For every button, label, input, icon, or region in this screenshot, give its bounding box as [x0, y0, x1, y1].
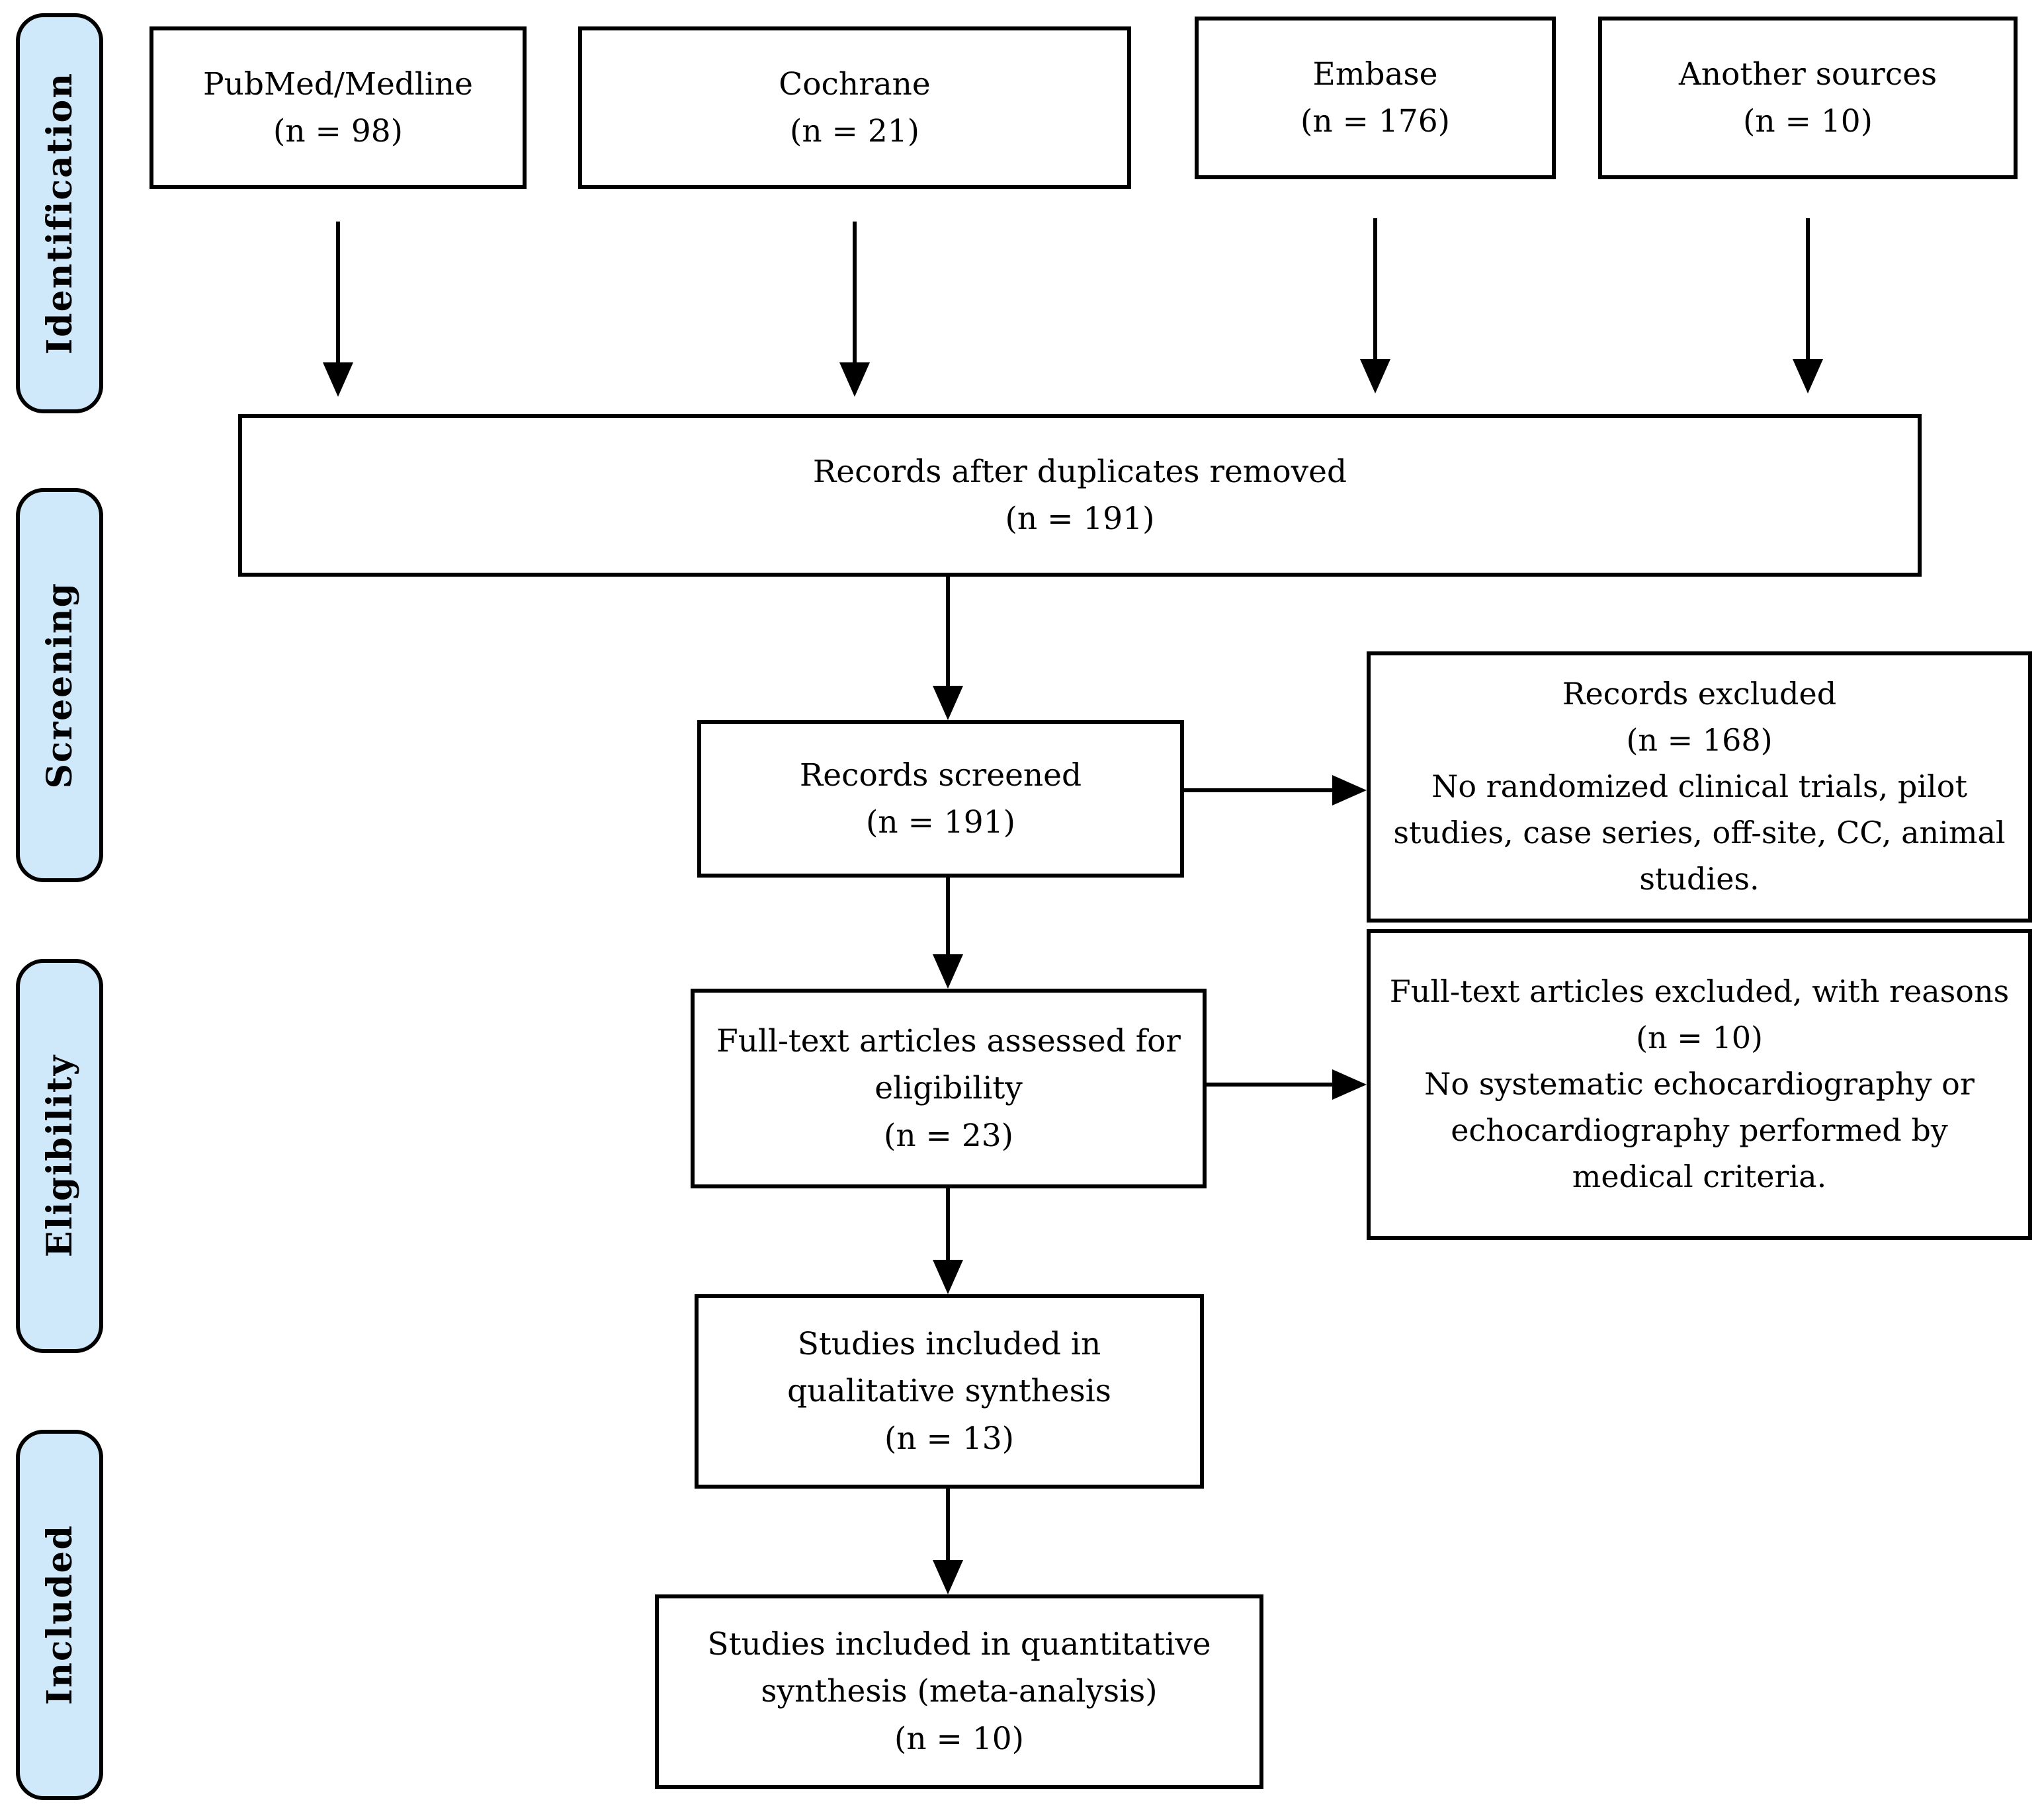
- stage-label-eligibility: Eligibility: [39, 1054, 80, 1258]
- source-label: Another sources: [1678, 56, 1938, 93]
- arrow-fulltext-to-qualitative-head: [933, 1260, 963, 1294]
- flow-box-records-deduplicated: Records after duplicates removed (n = 19…: [238, 414, 1922, 577]
- flow-label: Records after duplicates removed: [812, 453, 1347, 490]
- flow-box-fulltext-assessed: Full-text articles assessed for eligibil…: [691, 989, 1207, 1188]
- flow-box-qualitative-synthesis: Studies included in qualitative synthesi…: [695, 1294, 1204, 1489]
- stage-label-screening: Screening: [39, 581, 80, 789]
- source-count: (n = 176): [1300, 103, 1450, 140]
- source-count: (n = 21): [789, 113, 919, 149]
- arrow-screened-to-fulltext-head: [933, 954, 963, 989]
- stage-box-included: Included: [16, 1430, 103, 1800]
- arrow-screened-to-excluded-head: [1332, 775, 1367, 805]
- arrow-embase-to-dedup-head: [1360, 359, 1390, 393]
- stage-label-identification: Identification: [39, 71, 80, 355]
- flow-count: (n = 23): [883, 1117, 1013, 1154]
- stage-box-screening: Screening: [16, 488, 103, 882]
- stage-label-included: Included: [39, 1524, 80, 1706]
- flow-box-records-screened: Records screened (n = 191): [697, 720, 1184, 878]
- arrow-fulltext-to-excluded-head: [1332, 1069, 1367, 1100]
- source-count: (n = 10): [1742, 103, 1873, 140]
- exclusion-count: (n = 168): [1626, 722, 1773, 759]
- arrow-another-to-dedup-head: [1793, 359, 1823, 393]
- arrow-pubmed-to-dedup-shaft: [336, 222, 340, 364]
- arrow-dedup-to-screened-shaft: [946, 577, 950, 689]
- arrow-screened-to-excluded-shaft: [1184, 788, 1334, 792]
- flow-label: Studies included in qualitative synthesi…: [787, 1325, 1111, 1410]
- source-box-cochrane: Cochrane (n = 21): [578, 26, 1131, 189]
- exclusion-box-fulltext-excluded: Full-text articles excluded, with reason…: [1367, 929, 2032, 1240]
- arrow-cochrane-to-dedup-shaft: [853, 222, 857, 364]
- flow-label: Records screened: [799, 757, 1082, 794]
- flow-label: Studies included in quantitative synthes…: [707, 1626, 1211, 1710]
- source-label: PubMed/Medline: [202, 65, 473, 103]
- arrow-qualitative-to-quantitative-shaft: [946, 1489, 950, 1563]
- arrow-pubmed-to-dedup-head: [323, 362, 353, 397]
- source-label: Embase: [1312, 56, 1438, 93]
- source-count: (n = 98): [273, 113, 403, 149]
- flow-count: (n = 191): [866, 804, 1015, 841]
- arrow-cochrane-to-dedup-head: [839, 362, 870, 397]
- stage-box-identification: Identification: [16, 13, 103, 413]
- arrow-another-to-dedup-shaft: [1806, 218, 1810, 360]
- arrow-fulltext-to-qualitative-shaft: [946, 1188, 950, 1262]
- flow-label: Full-text articles assessed for eligibil…: [716, 1022, 1181, 1107]
- exclusion-reason: No systematic echocardiography or echoca…: [1424, 1066, 1975, 1194]
- flow-count: (n = 10): [894, 1720, 1024, 1757]
- source-box-another-sources: Another sources (n = 10): [1598, 17, 2018, 179]
- arrow-dedup-to-screened-head: [933, 686, 963, 720]
- exclusion-reason: No randomized clinical trials, pilot stu…: [1393, 768, 2006, 897]
- source-box-embase: Embase (n = 176): [1195, 17, 1556, 179]
- exclusion-count: (n = 10): [1636, 1020, 1763, 1056]
- flow-box-quantitative-synthesis: Studies included in quantitative synthes…: [655, 1594, 1263, 1789]
- exclusion-box-records-excluded: Records excluded (n = 168) No randomized…: [1367, 651, 2032, 923]
- arrow-screened-to-fulltext-shaft: [946, 878, 950, 957]
- arrow-embase-to-dedup-shaft: [1373, 218, 1377, 360]
- source-box-pubmed-medline: PubMed/Medline (n = 98): [149, 26, 527, 189]
- stage-box-eligibility: Eligibility: [16, 959, 103, 1353]
- exclusion-label: Full-text articles excluded, with reason…: [1389, 973, 2010, 1010]
- flow-count: (n = 191): [1005, 501, 1155, 537]
- flow-count: (n = 13): [884, 1420, 1014, 1457]
- source-label: Cochrane: [779, 65, 931, 103]
- arrow-fulltext-to-excluded-shaft: [1207, 1083, 1334, 1087]
- exclusion-label: Records excluded: [1562, 676, 1837, 712]
- arrow-qualitative-to-quantitative-head: [933, 1560, 963, 1594]
